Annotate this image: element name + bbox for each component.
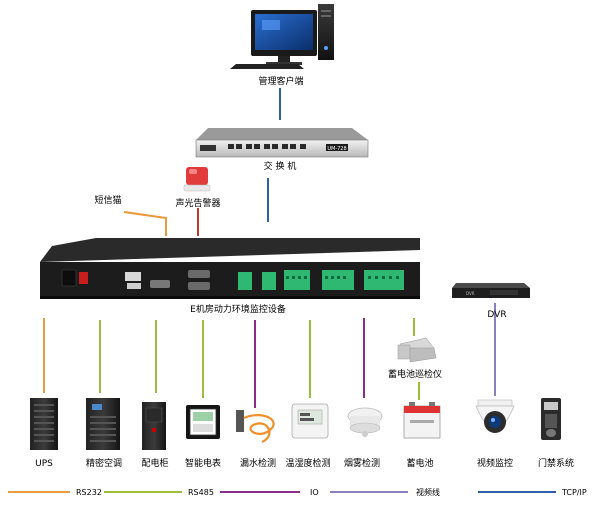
device-label-ups: UPS: [35, 459, 53, 469]
legend-label-tcpip: TCP/IP: [561, 488, 587, 497]
switch-label: 交 换 机: [264, 160, 297, 172]
battery-icon: [403, 402, 441, 439]
smoke-detector-icon: [347, 407, 383, 437]
camera-icon: [475, 399, 515, 433]
access-control-icon: [541, 398, 561, 440]
device-label-cabinet: 配电柜: [141, 457, 168, 469]
precision-aircon-icon: [86, 398, 120, 450]
monitor-host-label: E机房动力环境监控设备: [190, 303, 286, 315]
switch-badge: UM-728: [327, 146, 346, 152]
legend-label-rs485: RS485: [188, 488, 214, 497]
legend-label-io: IO: [310, 488, 319, 497]
device-label-access: 门禁系统: [538, 457, 574, 469]
battery-inspector-label: 蓄电池巡检仪: [388, 368, 442, 380]
ups-icon: [30, 398, 58, 450]
device-label-camera: 视频监控: [477, 457, 513, 469]
dvr-badge: DVR: [466, 291, 475, 296]
client-label: 管理客户端: [258, 75, 303, 87]
alarm-label: 声光告警器: [175, 197, 220, 209]
device-label-meter: 智能电表: [185, 457, 221, 469]
sms-link: [123, 211, 167, 236]
alarm-siren-icon: [183, 167, 211, 192]
temp-humidity-icon: [291, 403, 329, 439]
legend-label-video: 视频线: [416, 487, 440, 497]
sms-cat-label: 短信猫: [94, 194, 121, 206]
legend-label-rs232: RS232: [76, 488, 102, 497]
dvr-label: DVR: [487, 310, 506, 320]
legend: RS232 RS485 IO 视频线 TCP/IP: [8, 487, 587, 497]
device-label-temp: 温湿度检测: [285, 457, 330, 469]
dvr-icon: [452, 283, 530, 298]
power-cabinet-icon: [142, 402, 166, 450]
monitor-host-icon: [40, 238, 420, 299]
leak-detector-icon: [236, 410, 275, 444]
battery-inspector-icon: [397, 337, 437, 363]
device-label-leak: 漏水检测: [240, 457, 276, 469]
client-pc-icon: [230, 4, 334, 69]
device-label-aircon: 精密空调: [86, 457, 122, 469]
device-label-smoke: 烟雾检测: [344, 457, 380, 469]
device-label-battery: 蓄电池: [406, 457, 433, 469]
switch-icon: [195, 128, 369, 158]
smart-meter-icon: [186, 405, 220, 439]
